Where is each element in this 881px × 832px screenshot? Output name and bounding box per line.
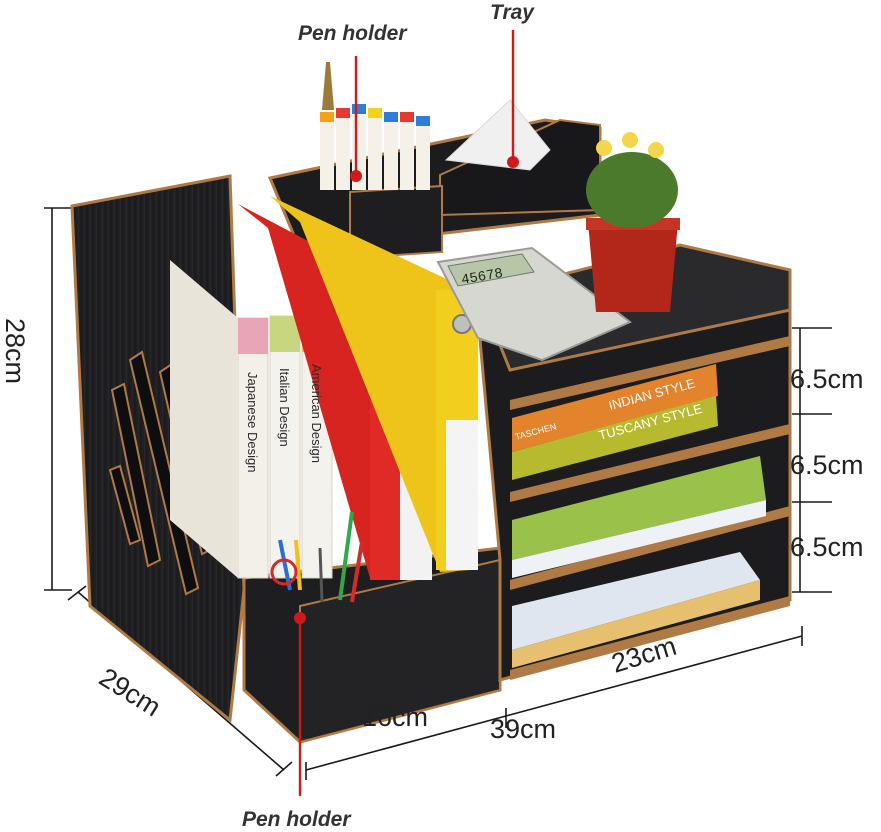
callout-dot-tray xyxy=(507,156,519,168)
pen-holder-bottom-label: Pen holder xyxy=(242,808,351,831)
shelf-1-label: 6.5cm xyxy=(790,364,864,394)
height-label: 28cm xyxy=(0,318,30,385)
width-label: 39cm xyxy=(490,714,557,744)
cactus-plant xyxy=(586,132,680,312)
calculator-display: 45678 xyxy=(460,266,504,289)
tissue xyxy=(444,99,551,171)
books-right xyxy=(512,364,766,668)
spine-italian: Italian Design xyxy=(277,368,292,447)
callout-dot-pen-holder-top xyxy=(350,170,362,182)
calculator xyxy=(436,246,632,362)
callout-lines xyxy=(298,30,515,796)
spine-japanese: Japanese Design xyxy=(245,372,260,472)
shelf-3-label: 6.5cm xyxy=(790,532,864,562)
tray-label: Tray xyxy=(490,1,534,24)
front-left-label: 16cm xyxy=(362,702,429,732)
shelf-2-label: 6.5cm xyxy=(790,450,864,480)
binders xyxy=(238,196,478,580)
spine-american: American Design xyxy=(309,364,324,463)
callout-dot-pen-holder-bottom xyxy=(294,612,306,624)
pens xyxy=(270,62,430,603)
pen-holder-top-label: Pen holder xyxy=(298,22,407,45)
